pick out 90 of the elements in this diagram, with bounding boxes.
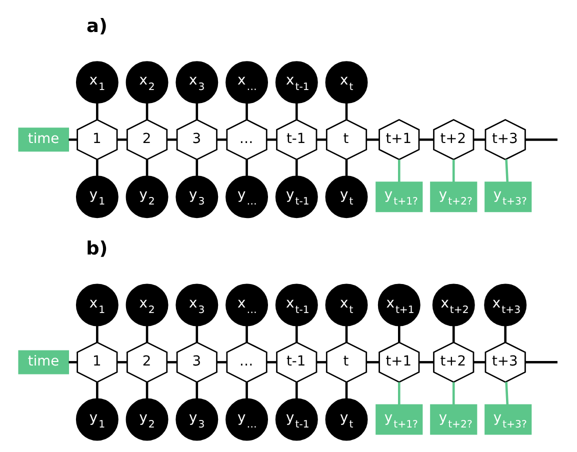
node-circle: x$_{2}$ — [126, 284, 168, 326]
connector — [296, 382, 298, 398]
label: a) — [86, 16, 108, 38]
connector — [526, 138, 558, 141]
connector — [96, 103, 98, 120]
connector — [246, 103, 248, 120]
connector — [246, 382, 248, 398]
connector — [366, 138, 380, 141]
connector — [117, 138, 128, 141]
connector — [146, 160, 148, 176]
connector — [452, 160, 455, 182]
connector — [146, 382, 148, 398]
connector — [345, 326, 348, 342]
node-circle: y$_{2}$ — [126, 176, 168, 218]
connector — [296, 160, 298, 176]
node-circle: y$_{…}$ — [226, 176, 268, 218]
node-box: y$_{t+2?}$ — [430, 182, 478, 212]
node-circle: y$_{1}$ — [76, 176, 118, 218]
connector — [146, 103, 148, 120]
node-circle: x$_{t-1}$ — [275, 61, 318, 104]
node-circle: y$_{…}$ — [226, 398, 268, 441]
connector — [96, 326, 98, 342]
connector — [216, 361, 227, 364]
connector — [345, 382, 348, 398]
label: b) — [86, 238, 108, 260]
connector — [246, 160, 248, 176]
connector — [526, 361, 558, 364]
connector — [398, 160, 400, 182]
node-circle: y$_{3}$ — [176, 176, 218, 218]
node-circle: y$_{t-1}$ — [275, 398, 318, 441]
connector — [345, 103, 348, 120]
node-circle: x$_{1}$ — [76, 61, 118, 104]
connector — [452, 326, 455, 342]
node-circle: x$_{…}$ — [226, 284, 268, 326]
node-circle: y$_{t-1}$ — [275, 176, 318, 218]
connector — [366, 361, 380, 364]
connector — [196, 160, 198, 176]
connector — [117, 361, 128, 364]
connector — [96, 382, 98, 398]
node-box: y$_{t+2?}$ — [430, 404, 478, 435]
connector — [505, 382, 509, 405]
connector — [316, 361, 327, 364]
node-circle: x$_{t}$ — [325, 61, 368, 104]
connector — [216, 138, 227, 141]
node-circle: y$_{2}$ — [126, 398, 168, 441]
connector — [452, 382, 455, 405]
node-box: y$_{t+3?}$ — [484, 404, 532, 435]
node-box: time — [18, 350, 70, 374]
connector — [398, 382, 400, 405]
node-circle: y$_{t}$ — [325, 398, 368, 441]
node-box: y$_{t+3?}$ — [484, 182, 532, 212]
node-box: y$_{t+1?}$ — [376, 182, 423, 212]
connector — [316, 138, 327, 141]
node-circle: x$_{t-1}$ — [275, 284, 318, 326]
connector — [266, 138, 277, 141]
connector — [146, 326, 148, 342]
connector — [419, 138, 434, 141]
connector — [505, 159, 509, 182]
node-box: y$_{t+1?}$ — [376, 404, 423, 435]
node-circle: x$_{3}$ — [176, 61, 218, 104]
connector — [166, 138, 177, 141]
node-circle: x$_{t+3}$ — [484, 284, 527, 326]
connector — [246, 326, 248, 342]
connector — [68, 138, 78, 141]
node-box: time — [18, 128, 70, 152]
node-circle: x$_{3}$ — [176, 284, 218, 326]
connector — [474, 361, 486, 364]
node-circle: x$_{t}$ — [325, 284, 368, 326]
connector — [196, 382, 198, 398]
connector — [68, 361, 78, 364]
node-circle: y$_{3}$ — [176, 398, 218, 441]
connector — [196, 326, 198, 342]
connector — [504, 326, 506, 342]
node-circle: x$_{t+2}$ — [432, 284, 475, 326]
connector — [296, 326, 298, 342]
connector — [345, 160, 348, 176]
connector — [166, 361, 177, 364]
node-circle: x$_{2}$ — [126, 61, 168, 104]
node-circle: x$_{t+1}$ — [378, 284, 420, 326]
connector — [419, 361, 434, 364]
connector — [266, 361, 277, 364]
node-circle: y$_{t}$ — [325, 176, 368, 218]
connector — [196, 103, 198, 120]
node-circle: x$_{…}$ — [226, 61, 268, 104]
connector — [474, 138, 486, 141]
connector — [96, 160, 98, 176]
connector — [296, 103, 298, 120]
connector — [398, 326, 400, 342]
node-circle: x$_{1}$ — [76, 284, 118, 326]
node-circle: y$_{1}$ — [76, 398, 118, 441]
